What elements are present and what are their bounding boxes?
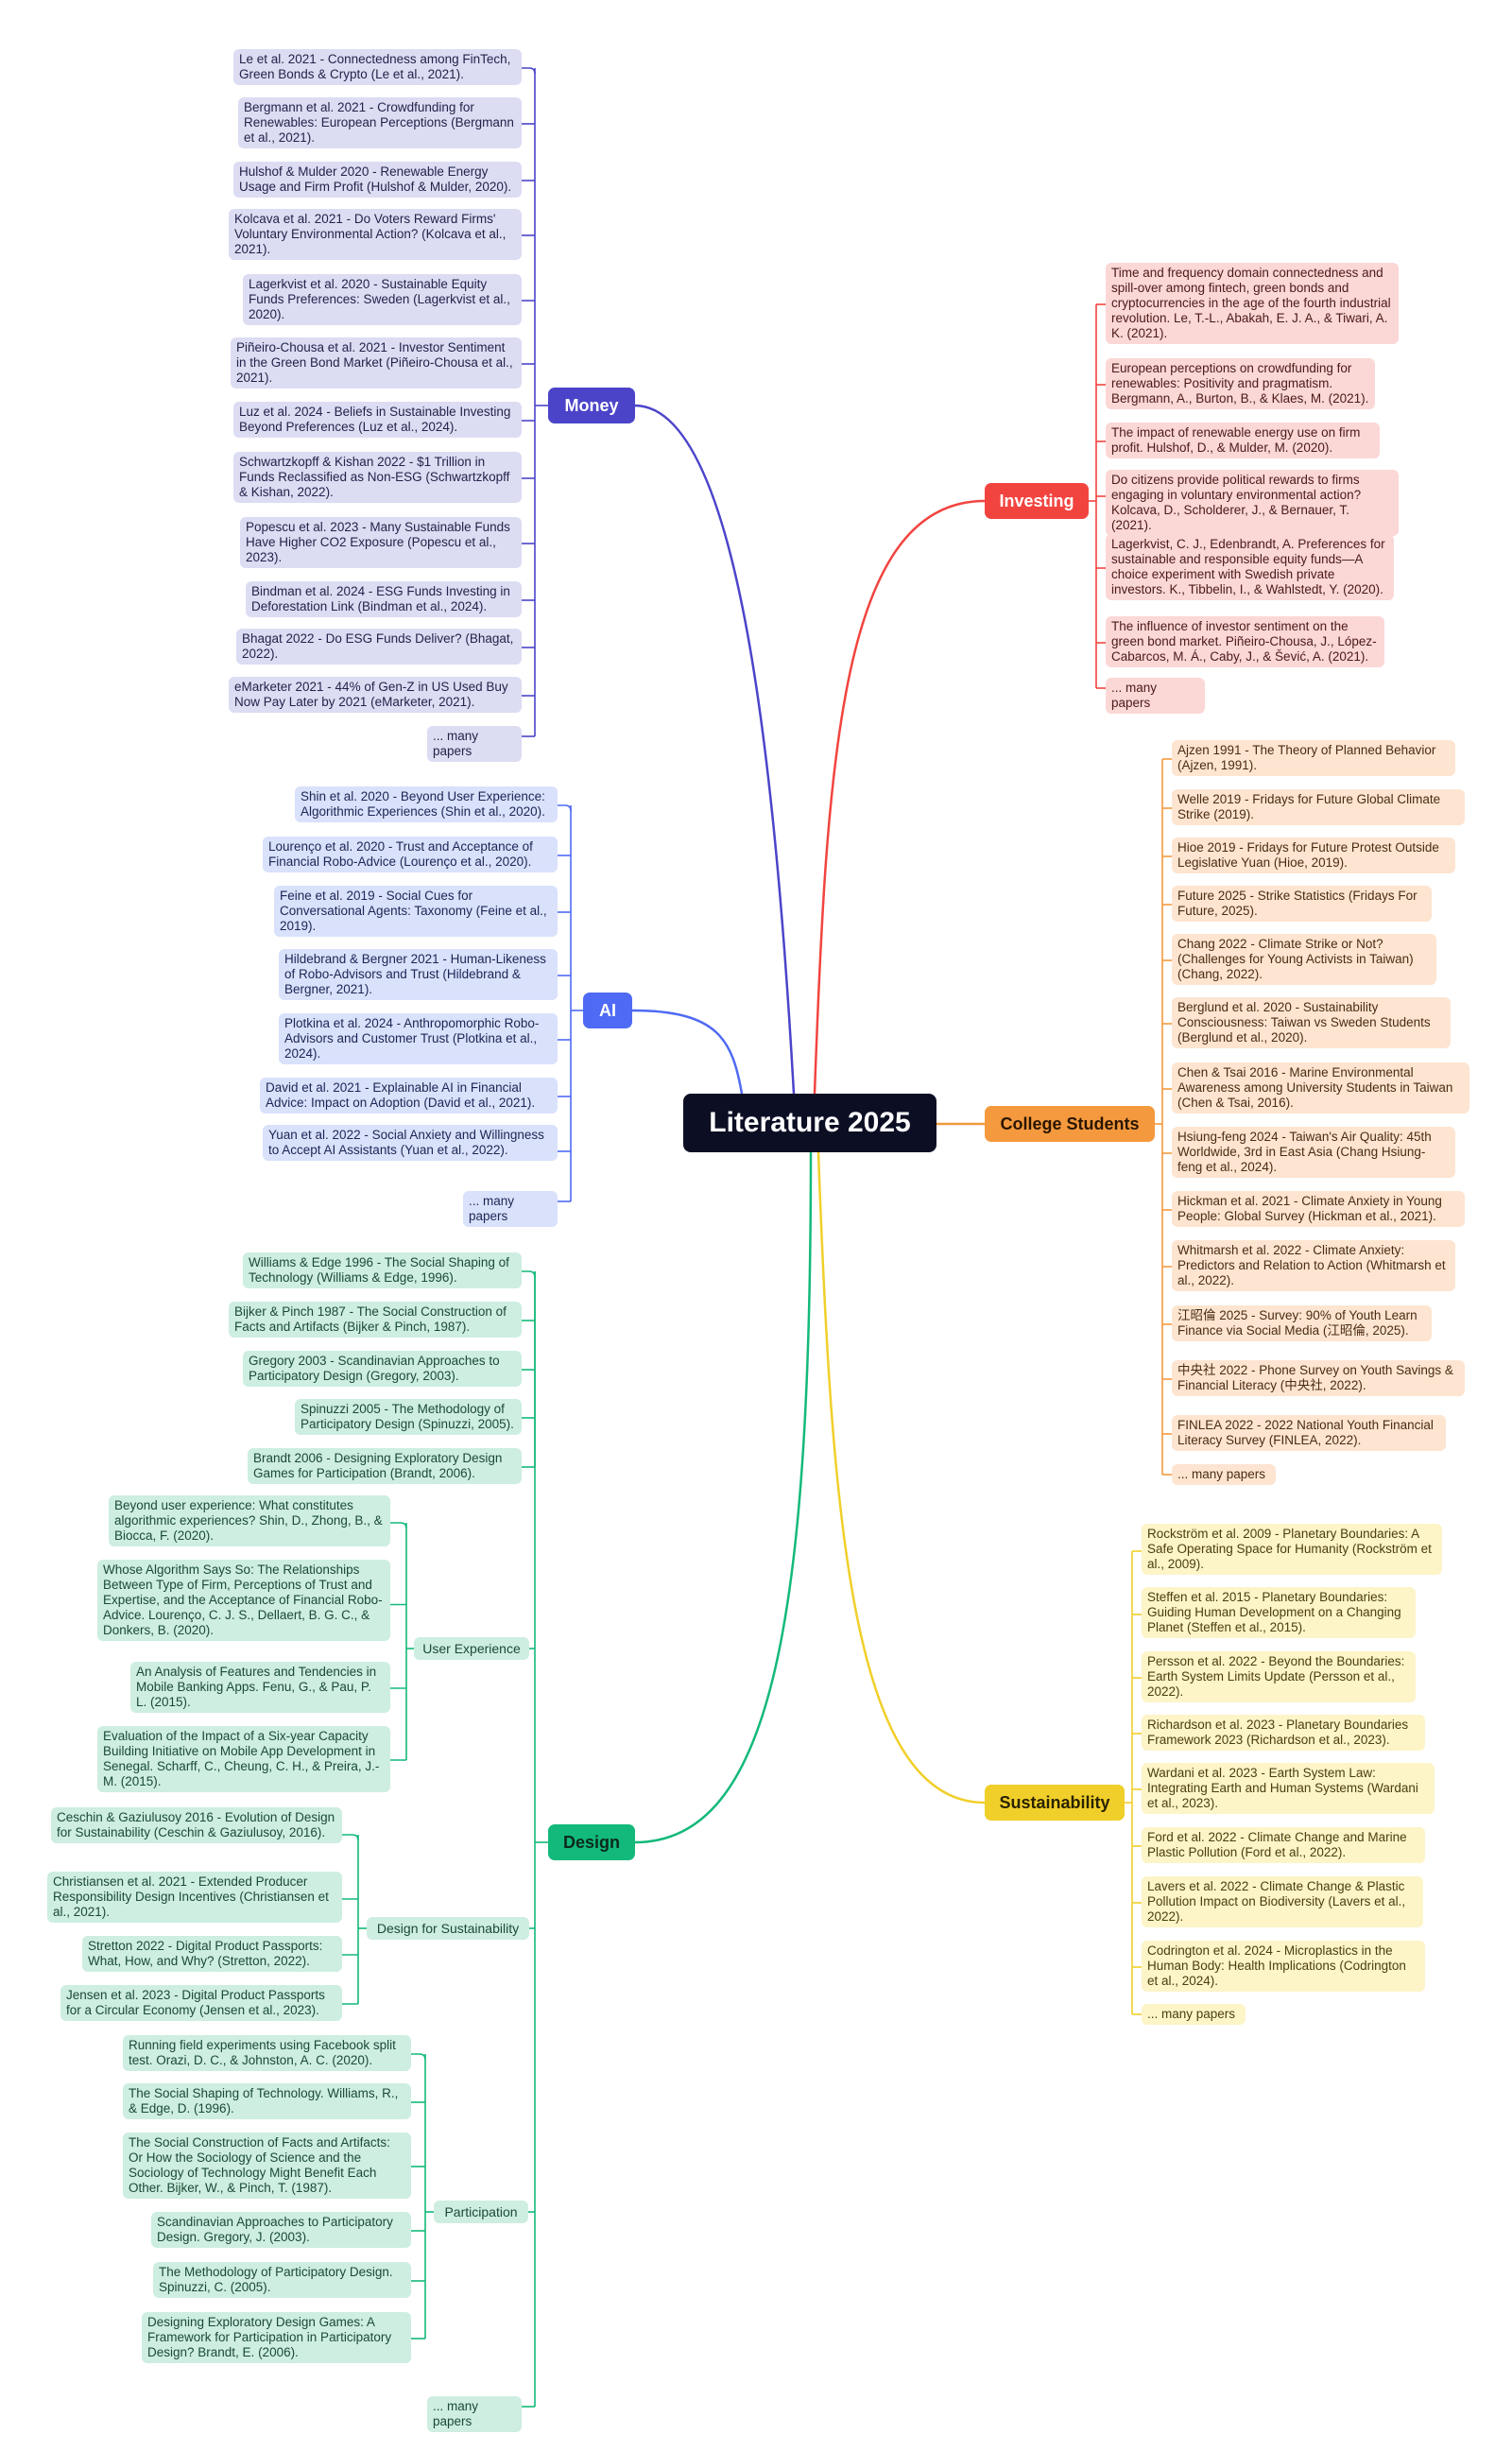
dfs-item[interactable]: Jensen et al. 2023 - Digital Product Pas… <box>60 1985 342 2021</box>
college-item[interactable]: ... many papers <box>1172 1464 1276 1485</box>
money-item[interactable]: Piñeiro-Chousa et al. 2021 - Investor Se… <box>231 337 522 389</box>
investing-item[interactable]: Lagerkvist, C. J., Edenbrandt, A. Prefer… <box>1106 534 1394 600</box>
design-tick <box>522 1270 536 1278</box>
college-item[interactable]: Chen & Tsai 2016 - Marine Environmental … <box>1172 1062 1469 1114</box>
dfs-item[interactable]: Christiansen et al. 2021 - Extended Prod… <box>47 1872 342 1923</box>
money-item[interactable]: Hulshof & Mulder 2020 - Renewable Energy… <box>233 162 522 198</box>
ux-tick <box>390 1522 407 1529</box>
college-item[interactable]: Hickman et al. 2021 - Climate Anxiety in… <box>1172 1191 1465 1227</box>
money-item[interactable]: Bergmann et al. 2021 - Crowdfunding for … <box>238 97 522 148</box>
money-item[interactable]: Luz et al. 2024 - Beliefs in Sustainable… <box>233 402 522 438</box>
college-item[interactable]: 江昭倫 2025 - Survey: 90% of Youth Learn Fi… <box>1172 1305 1432 1341</box>
design-item[interactable]: Bijker & Pinch 1987 - The Social Constru… <box>229 1302 522 1338</box>
design-subgroup-design-for-sustainability[interactable]: Design for Sustainability <box>367 1917 529 1940</box>
design-subgroup-user-experience[interactable]: User Experience <box>414 1637 529 1660</box>
curve-ai <box>631 1009 744 1095</box>
design-item[interactable]: Williams & Edge 1996 - The Social Shapin… <box>243 1252 522 1288</box>
sustainability-item[interactable]: Wardani et al. 2023 - Earth System Law: … <box>1142 1763 1435 1814</box>
curve-design <box>634 1151 813 1844</box>
participation-tick <box>411 2053 426 2061</box>
sustainability-item[interactable]: Lavers et al. 2022 - Climate Change & Pl… <box>1142 1876 1423 1927</box>
branch-money[interactable]: Money <box>548 388 635 423</box>
ai-item[interactable]: Feine et al. 2019 - Social Cues for Conv… <box>274 886 558 937</box>
sustainability-item[interactable]: ... many papers <box>1142 2004 1246 2025</box>
sustainability-item[interactable]: Ford et al. 2022 - Climate Change and Ma… <box>1142 1827 1425 1863</box>
dfs-item[interactable]: Stretton 2022 - Digital Product Passport… <box>82 1936 342 1972</box>
college-item[interactable]: FINLEA 2022 - 2022 National Youth Financ… <box>1172 1415 1446 1451</box>
curve-money <box>634 404 796 1095</box>
money-item[interactable]: Lagerkvist et al. 2020 - Sustainable Equ… <box>243 274 522 325</box>
design-subgroup-participation[interactable]: Participation <box>434 2201 528 2223</box>
root-node[interactable]: Literature 2025 <box>683 1094 936 1152</box>
ux-item[interactable]: Beyond user experience: What constitutes… <box>109 1495 390 1546</box>
branch-ai[interactable]: AI <box>583 993 632 1028</box>
ux-item[interactable]: Whose Algorithm Says So: The Relationshi… <box>97 1560 390 1641</box>
money-item[interactable]: ... many papers <box>427 726 522 762</box>
money-item[interactable]: eMarketer 2021 - 44% of Gen-Z in US Used… <box>229 677 522 713</box>
college-item[interactable]: Chang 2022 - Climate Strike or Not? (Cha… <box>1172 934 1436 985</box>
college-item[interactable]: Hioe 2019 - Fridays for Future Protest O… <box>1172 837 1455 873</box>
investing-item[interactable]: Time and frequency domain connectedness … <box>1106 263 1399 344</box>
ai-item[interactable]: David et al. 2021 - Explainable AI in Fi… <box>260 1078 558 1114</box>
investing-item[interactable]: Do citizens provide political rewards to… <box>1106 470 1399 536</box>
ai-item[interactable]: Lourenço et al. 2020 - Trust and Accepta… <box>263 837 558 872</box>
investing-item[interactable]: The influence of investor sentiment on t… <box>1106 616 1384 667</box>
ai-item[interactable]: Yuan et al. 2022 - Social Anxiety and Wi… <box>263 1125 558 1161</box>
ai-item[interactable]: Hildebrand & Bergner 2021 - Human-Likene… <box>279 949 558 1000</box>
ux-item[interactable]: Evaluation of the Impact of a Six-year C… <box>97 1726 390 1792</box>
design-item[interactable]: Brandt 2006 - Designing Exploratory Desi… <box>248 1448 522 1484</box>
participation-item[interactable]: Scandinavian Approaches to Participatory… <box>151 2212 411 2248</box>
college-item[interactable]: Whitmarsh et al. 2022 - Climate Anxiety:… <box>1172 1240 1455 1291</box>
dfs-item[interactable]: Ceschin & Gaziulusoy 2016 - Evolution of… <box>51 1807 342 1843</box>
dfs-tick <box>342 1834 359 1841</box>
branch-sustainability[interactable]: Sustainability <box>985 1785 1125 1821</box>
design-more-item[interactable]: ... many papers <box>427 2396 522 2432</box>
sustainability-item[interactable]: Codrington et al. 2024 - Microplastics i… <box>1142 1941 1425 1992</box>
money-item[interactable]: Bhagat 2022 - Do ESG Funds Deliver? (Bha… <box>236 629 522 665</box>
participation-item[interactable]: The Methodology of Participatory Design.… <box>153 2262 411 2298</box>
college-item[interactable]: Berglund et al. 2020 - Sustainability Co… <box>1172 997 1451 1048</box>
college-item[interactable]: Hsiung-feng 2024 - Taiwan's Air Quality:… <box>1172 1127 1455 1178</box>
participation-item[interactable]: The Social Shaping of Technology. Willia… <box>123 2083 411 2119</box>
branch-design[interactable]: Design <box>548 1824 635 1860</box>
money-item[interactable]: Popescu et al. 2023 - Many Sustainable F… <box>240 517 522 568</box>
curve-sustainability <box>816 1151 986 1804</box>
college-item[interactable]: Future 2025 - Strike Statistics (Fridays… <box>1172 886 1432 922</box>
branch-college-students[interactable]: College Students <box>985 1106 1155 1142</box>
college-item[interactable]: Welle 2019 - Fridays for Future Global C… <box>1172 789 1465 825</box>
ai-item[interactable]: Plotkina et al. 2024 - Anthropomorphic R… <box>279 1013 558 1064</box>
money-item[interactable]: Kolcava et al. 2021 - Do Voters Reward F… <box>229 209 522 260</box>
sustainability-item[interactable]: Rockström et al. 2009 - Planetary Bounda… <box>1142 1524 1442 1575</box>
participation-item[interactable]: The Social Construction of Facts and Art… <box>123 2133 411 2199</box>
design-item[interactable]: Gregory 2003 - Scandinavian Approaches t… <box>243 1351 522 1387</box>
participation-item[interactable]: Designing Exploratory Design Games: A Fr… <box>142 2312 411 2363</box>
money-tick <box>522 67 536 75</box>
participation-item[interactable]: Running field experiments using Facebook… <box>123 2035 411 2071</box>
ux-item[interactable]: An Analysis of Features and Tendencies i… <box>130 1662 390 1713</box>
ai-item[interactable]: ... many papers <box>463 1191 558 1227</box>
curve-investing <box>813 499 986 1095</box>
investing-item[interactable]: European perceptions on crowdfunding for… <box>1106 358 1375 409</box>
sustainability-item[interactable]: Persson et al. 2022 - Beyond the Boundar… <box>1142 1651 1416 1702</box>
money-item[interactable]: Bindman et al. 2024 - ESG Funds Investin… <box>246 581 522 617</box>
money-item[interactable]: Schwartzkopff & Kishan 2022 - $1 Trillio… <box>233 452 522 503</box>
college-item[interactable]: 中央社 2022 - Phone Survey on Youth Savings… <box>1172 1360 1465 1396</box>
college-item[interactable]: Ajzen 1991 - The Theory of Planned Behav… <box>1172 740 1455 776</box>
branch-investing[interactable]: Investing <box>985 483 1089 519</box>
ai-tick <box>558 804 572 812</box>
money-item[interactable]: Le et al. 2021 - Connectedness among Fin… <box>233 49 522 85</box>
sustainability-item[interactable]: Richardson et al. 2023 - Planetary Bound… <box>1142 1715 1425 1751</box>
investing-item[interactable]: The impact of renewable energy use on fi… <box>1106 423 1380 458</box>
design-item[interactable]: Spinuzzi 2005 - The Methodology of Parti… <box>295 1399 522 1435</box>
sustainability-item[interactable]: Steffen et al. 2015 - Planetary Boundari… <box>1142 1587 1416 1638</box>
ai-item[interactable]: Shin et al. 2020 - Beyond User Experienc… <box>295 786 558 822</box>
investing-item[interactable]: ... many papers <box>1106 678 1205 714</box>
